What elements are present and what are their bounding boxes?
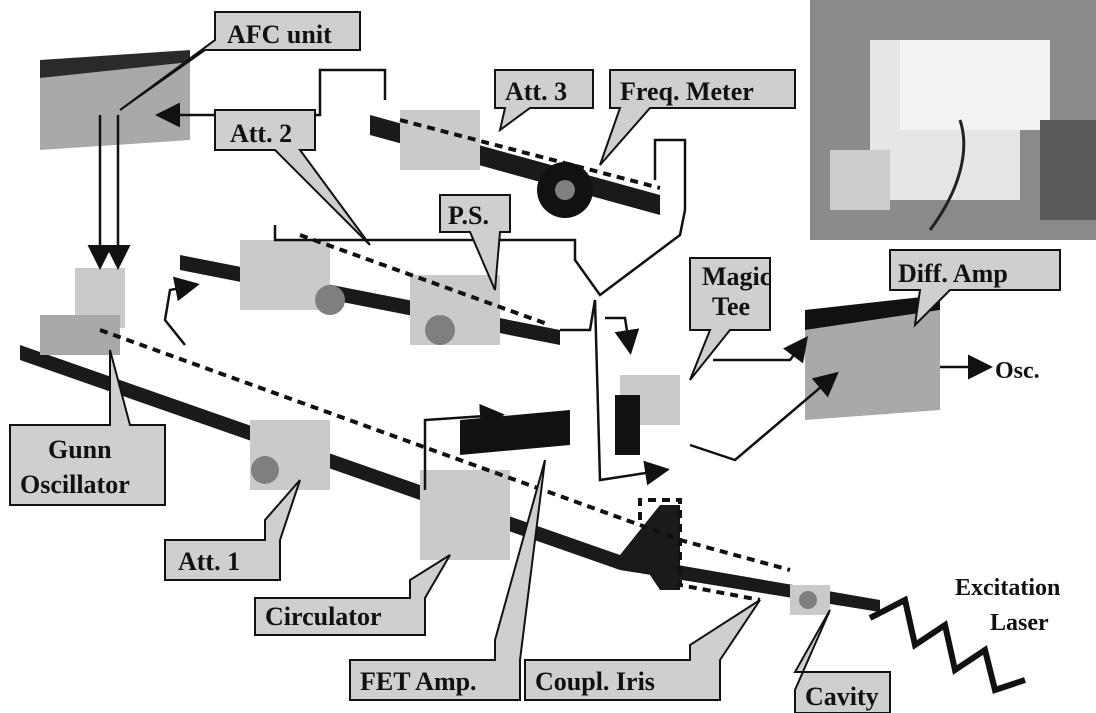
svg-text:FET Amp.: FET Amp. bbox=[360, 667, 477, 696]
apparatus-photo bbox=[810, 0, 1096, 240]
label-att1: Att. 1 bbox=[165, 480, 300, 580]
svg-text:Circulator: Circulator bbox=[265, 602, 382, 631]
att1-block bbox=[250, 420, 330, 490]
label-osc: Osc. bbox=[995, 358, 1040, 384]
label-att2: Att. 2 bbox=[215, 110, 370, 245]
gunn-oscillator-block bbox=[40, 268, 125, 355]
svg-text:Oscillator: Oscillator bbox=[20, 470, 130, 499]
label-excitation: Excitation bbox=[955, 575, 1060, 601]
label-coupl-iris: Coupl. Iris bbox=[525, 600, 760, 700]
svg-text:Cavity: Cavity bbox=[805, 682, 879, 711]
magic-tee-block bbox=[615, 375, 680, 455]
label-cavity: Cavity bbox=[795, 610, 890, 713]
label-freq-meter: Freq. Meter bbox=[600, 70, 795, 165]
svg-text:P.S.: P.S. bbox=[448, 201, 489, 230]
svg-text:Magic: Magic bbox=[702, 262, 771, 291]
label-circulator: Circulator bbox=[255, 555, 450, 635]
svg-text:Att. 3: Att. 3 bbox=[505, 77, 567, 106]
afc-unit-box bbox=[40, 50, 190, 150]
svg-text:Tee: Tee bbox=[712, 292, 750, 321]
cavity-block bbox=[790, 585, 830, 615]
svg-text:Att. 1: Att. 1 bbox=[178, 547, 240, 576]
label-laser: Laser bbox=[990, 610, 1049, 636]
label-magic-tee: Magic Tee bbox=[690, 258, 771, 380]
svg-text:Freq. Meter: Freq. Meter bbox=[620, 77, 754, 106]
svg-text:AFC unit: AFC unit bbox=[227, 20, 332, 49]
svg-text:Gunn: Gunn bbox=[48, 435, 112, 464]
svg-text:Coupl. Iris: Coupl. Iris bbox=[535, 667, 655, 696]
svg-text:Att. 2: Att. 2 bbox=[230, 119, 292, 148]
svg-text:Diff. Amp: Diff. Amp bbox=[898, 259, 1008, 288]
upper-waveguide bbox=[180, 240, 560, 345]
label-att3: Att. 3 bbox=[495, 70, 593, 130]
